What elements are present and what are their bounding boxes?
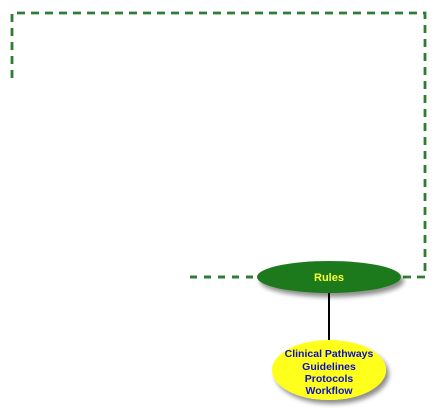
details-node: Clinical Pathways Guidelines Protocols W… xyxy=(272,340,386,400)
rules-node-label: Rules xyxy=(314,272,344,284)
details-line-protocols: Protocols xyxy=(305,373,354,385)
details-node-shape xyxy=(272,340,386,400)
rules-node: Rules xyxy=(257,261,401,293)
details-line-workflow: Workflow xyxy=(305,385,353,397)
details-line-clinical-pathways: Clinical Pathways xyxy=(285,348,374,360)
details-line-guidelines: Guidelines xyxy=(302,361,356,373)
dashed-connector-outer xyxy=(10,11,427,279)
rules-node-shape xyxy=(257,261,401,293)
